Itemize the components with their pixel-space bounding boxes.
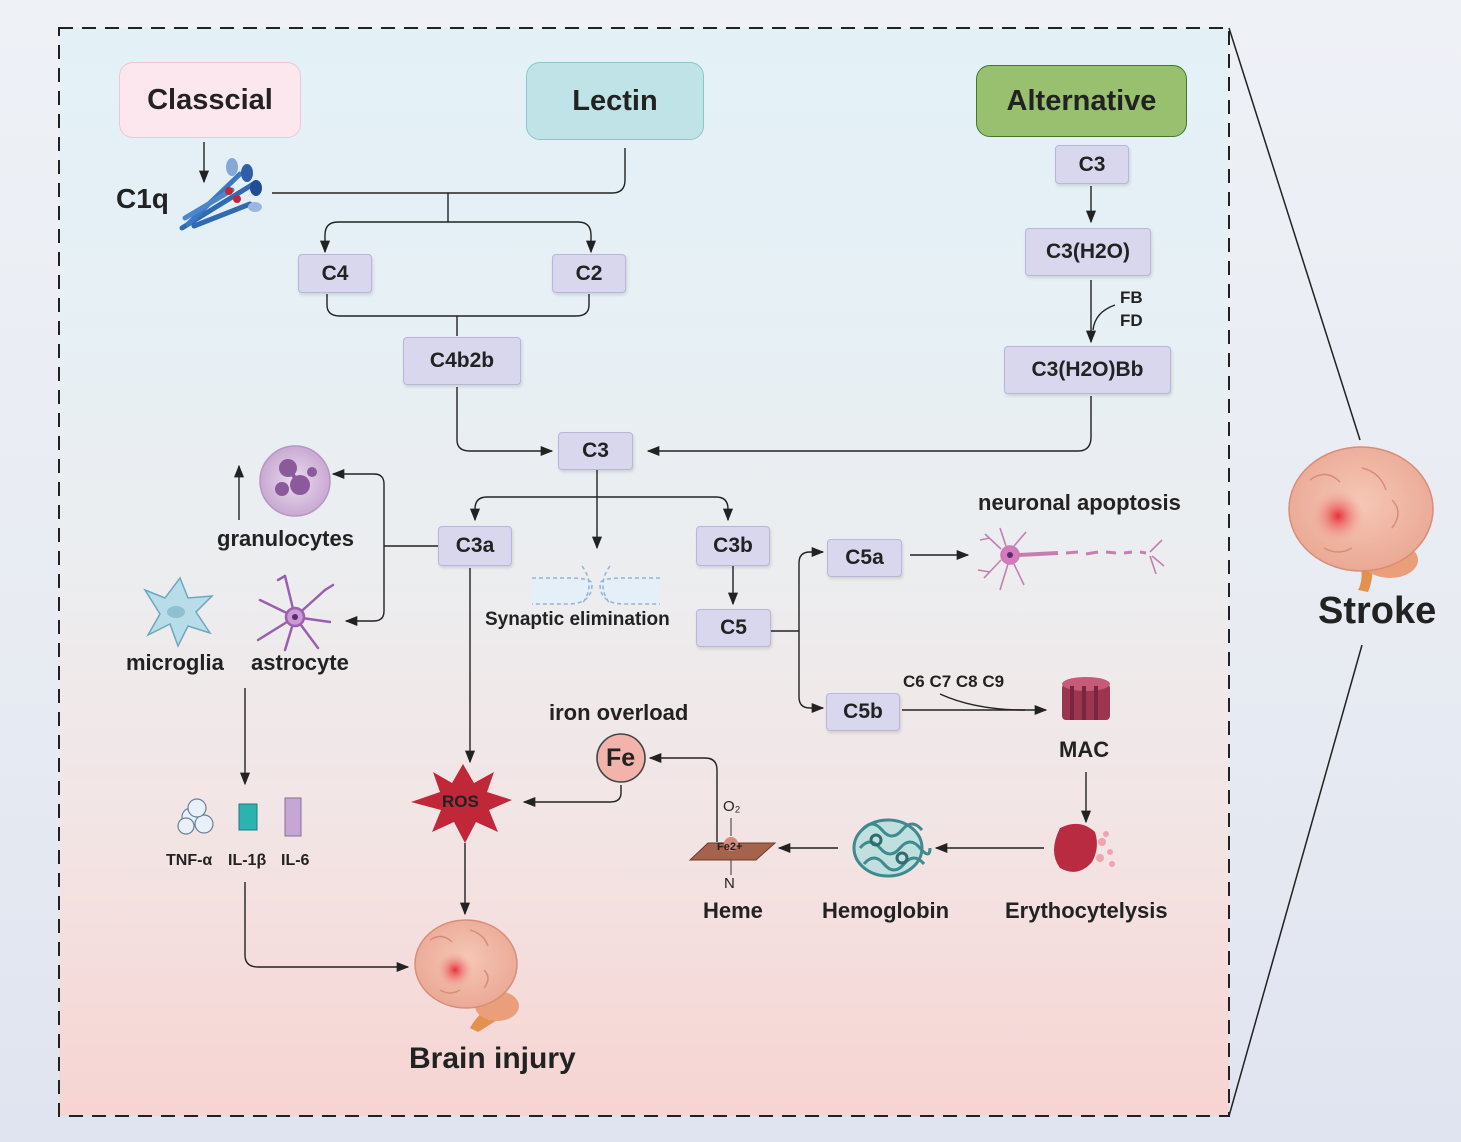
node-c5: C5: [696, 609, 771, 647]
node-c4b2b: C4b2b: [403, 337, 521, 385]
astrocyte-icon: [256, 574, 335, 652]
ros-label: ROS: [442, 792, 479, 811]
ros-burst: [411, 764, 512, 843]
c1q-icon: [179, 158, 262, 231]
alternative-pathway-box: Alternative: [976, 65, 1187, 137]
brain-injury-label: Brain injury: [409, 1042, 576, 1075]
granulocyte-icon: [259, 445, 331, 517]
fb-label: FB: [1120, 288, 1143, 307]
mac-icon: [1062, 677, 1110, 720]
il1b-label: IL-1β: [228, 852, 267, 869]
microglia-icon: [143, 576, 214, 648]
node-c5b: C5b: [826, 693, 900, 731]
node-c3b: C3b: [696, 526, 770, 566]
fe-circle: [596, 733, 646, 783]
stroke-label: Stroke: [1318, 590, 1437, 632]
heme-label: Heme: [703, 898, 763, 923]
n-label: N: [724, 875, 735, 892]
erythrocyte-icon: [1054, 823, 1115, 872]
synapse-icon: [532, 565, 660, 605]
node-c3-alternative: C3: [1055, 145, 1129, 184]
node-c5a: C5a: [827, 539, 902, 577]
c1q-label: C1q: [116, 183, 169, 214]
stroke-brain-icon: [1288, 446, 1434, 592]
node-c3a: C3a: [438, 526, 512, 566]
fe-label: Fe: [606, 744, 636, 772]
hemoglobin-icon: [852, 818, 932, 878]
heme-icon: [688, 818, 777, 875]
o2-label: O₂: [723, 798, 741, 815]
cytokine-icons: [177, 797, 302, 837]
il6-label: IL-6: [281, 852, 310, 869]
tnf-label: TNF-α: [166, 852, 213, 869]
microglia-label: microglia: [126, 650, 224, 675]
astrocyte-label: astrocyte: [251, 650, 349, 675]
node-c2: C2: [552, 254, 626, 293]
node-c3-central: C3: [558, 432, 633, 470]
mac-label: MAC: [1059, 737, 1110, 762]
neuron-apoptosis-icon: [977, 527, 1165, 591]
neuronal-apoptosis-label: neuronal apoptosis: [978, 490, 1181, 515]
classical-pathway-box: Classcial: [119, 62, 301, 138]
c6-c9-label: C6 C7 C8 C9: [903, 672, 1005, 691]
iron-overload-label: iron overload: [549, 700, 689, 725]
brain-injury-icon: [414, 919, 519, 1032]
fd-label: FD: [1120, 311, 1143, 330]
hemoglobin-label: Hemoglobin: [822, 898, 950, 923]
lectin-pathway-box: Lectin: [526, 62, 704, 140]
granulocytes-label: granulocytes: [217, 526, 354, 551]
node-c4: C4: [298, 254, 372, 293]
synaptic-elimination-label: Synaptic elimination: [485, 609, 670, 630]
erythrocytelysis-label: Erythocytelysis: [1005, 898, 1168, 923]
node-c3h2obb: C3(H2O)Bb: [1004, 346, 1171, 394]
node-c3h2o: C3(H2O): [1025, 228, 1151, 276]
fe2-label: Fe2+: [717, 841, 743, 853]
